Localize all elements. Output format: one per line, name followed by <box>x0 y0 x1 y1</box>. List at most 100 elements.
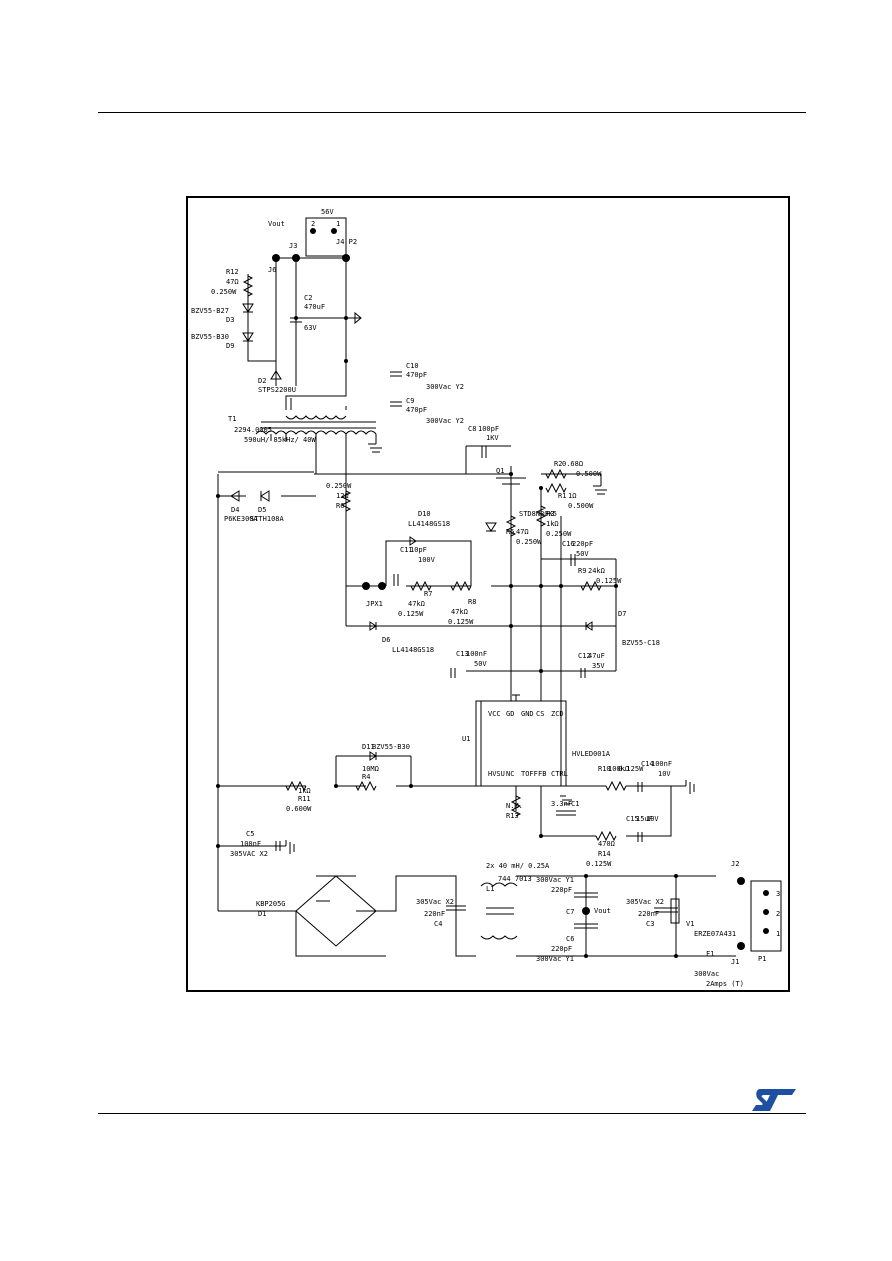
label-d5: D5 <box>258 506 266 514</box>
label-c4: C4 <box>434 920 442 928</box>
label-c12w: 35V <box>592 662 605 670</box>
label-d7v: BZV55-C18 <box>622 639 660 647</box>
controller-u1 <box>475 700 567 787</box>
label-f1w: 2Amps (T) <box>706 980 744 988</box>
label-t1: T1 <box>228 415 236 423</box>
label-r2v: 0.68Ω <box>562 460 583 468</box>
label-r2: R2 <box>554 460 562 468</box>
label-r12: R12 <box>226 268 239 276</box>
label-c14: C14 <box>641 760 654 768</box>
label-p1n2: 2 <box>776 910 780 918</box>
label-c3w: 305Vac X2 <box>626 898 664 906</box>
label-c13: C13 <box>456 650 469 658</box>
label-d11v: BZV55-B30 <box>372 743 410 751</box>
label-r7: R7 <box>424 590 432 598</box>
label-d6: D6 <box>382 636 390 644</box>
label-c16v: 220pF <box>572 540 593 548</box>
component-labels: Vout 56V J3 J6 J4 P2 2 1 R12 47Ω 0.250W … <box>191 208 780 988</box>
label-c4v: 220nF <box>424 910 445 918</box>
label-c9w: 300Vac Y2 <box>426 417 464 425</box>
label-t1v: 2294.0005 <box>234 426 272 434</box>
label-c6v: 220pF <box>551 945 572 953</box>
footer-rule <box>98 1113 806 1114</box>
label-p1n1: 1 <box>776 930 780 938</box>
label-r4v: 10MΩ <box>362 765 379 773</box>
label-j6: J6 <box>268 266 276 274</box>
label-d10: D10 <box>418 510 431 518</box>
label-r11w: 0.600W <box>286 805 312 813</box>
label-r1: R1 <box>558 492 566 500</box>
label-d5v: STTH108A <box>250 515 285 523</box>
label-r1w: 0.500W <box>568 502 594 510</box>
choke-l1 <box>480 882 518 940</box>
label-j4p2: J4 P2 <box>336 238 357 246</box>
label-u1p3: TOFF <box>521 770 538 778</box>
label-v1v: ERZE07A431 <box>694 930 736 938</box>
label-r6: R6 <box>336 502 344 510</box>
label-c1v: 3.3nF <box>551 800 572 808</box>
label-c11w: 100V <box>418 556 436 564</box>
label-r13v: N.M. <box>506 802 523 810</box>
label-c7: C7 <box>566 908 574 916</box>
label-c15: C15 <box>626 815 639 823</box>
label-u1v: HVLED001A <box>572 750 611 758</box>
wires <box>217 246 736 957</box>
label-r5v: 47Ω <box>516 528 529 536</box>
label-r10: R10 <box>598 765 611 773</box>
label-f1v: 300Vac <box>694 970 719 978</box>
label-r9w: 0.125W <box>596 577 622 585</box>
label-u1p8: GND <box>521 710 534 718</box>
label-jpx1: JPX1 <box>366 600 383 608</box>
label-r14: R14 <box>598 850 611 858</box>
label-d11: D11 <box>362 743 375 751</box>
label-c10v: 470pF <box>406 371 427 379</box>
label-u1: U1 <box>462 735 470 743</box>
label-c11v: 10pF <box>410 546 427 554</box>
label-l1: L1 <box>486 885 494 893</box>
label-c9v: 470pF <box>406 406 427 414</box>
label-r7w: 0.125W <box>398 610 424 618</box>
label-c13w: 50V <box>474 660 487 668</box>
label-u1p4: FB <box>538 770 546 778</box>
label-c11: C11 <box>400 546 413 554</box>
label-r7v: 47kΩ <box>408 600 425 608</box>
label-r1v: 1Ω <box>568 492 576 500</box>
schematic-diagram: Vout 56V J3 J6 J4 P2 2 1 R12 47Ω 0.250W … <box>191 208 782 988</box>
label-d4: D4 <box>231 506 239 514</box>
label-c14v: 100nF <box>651 760 672 768</box>
label-c12v: 47uF <box>588 652 605 660</box>
label-c2: C2 <box>304 294 312 302</box>
label-l1v: 2x 40 mH/ 0.25A <box>486 862 550 870</box>
label-d9v: BZV55-B30 <box>191 333 229 341</box>
label-c5w: 305VAC X2 <box>230 850 268 858</box>
label-v1: V1 <box>686 920 694 928</box>
st-logo <box>752 1089 796 1111</box>
label-r3v: 1kΩ <box>546 520 559 528</box>
label-d3v: BZV55-B27 <box>191 307 229 315</box>
junctions <box>216 316 678 958</box>
label-r9: R9 <box>578 567 586 575</box>
label-p2pin2: 2 <box>311 220 315 228</box>
label-c14w: 10V <box>658 770 671 778</box>
label-r8: R8 <box>468 598 476 606</box>
label-f1: F1 <box>706 950 714 958</box>
connector-p1 <box>750 880 782 952</box>
label-c6w: 300Vac Y1 <box>536 955 574 963</box>
label-c4w: 305Vac X2 <box>416 898 454 906</box>
label-d1v: KBP205G <box>256 900 286 908</box>
label-d9: D9 <box>226 342 234 350</box>
label-u1p2: NC <box>506 770 514 778</box>
label-r14v: 470Ω <box>598 840 615 848</box>
label-r12w: 0.250W <box>211 288 237 296</box>
label-r3: R3 <box>546 510 554 518</box>
label-p2pin1: 1 <box>336 220 340 228</box>
label-d7: D7 <box>618 610 626 618</box>
label-j2: J2 <box>731 860 739 868</box>
label-r2w: 0.500W <box>576 470 602 478</box>
label-t1w: 590uH/ 85kHz/ 40W <box>244 436 316 444</box>
label-c7w: 300Vac Y1 <box>536 876 574 884</box>
label-r5: R5 <box>506 528 514 536</box>
label-u1p6: ZCD <box>551 710 564 718</box>
label-c15v: 15uF <box>636 815 653 823</box>
label-d3: D3 <box>226 316 234 324</box>
